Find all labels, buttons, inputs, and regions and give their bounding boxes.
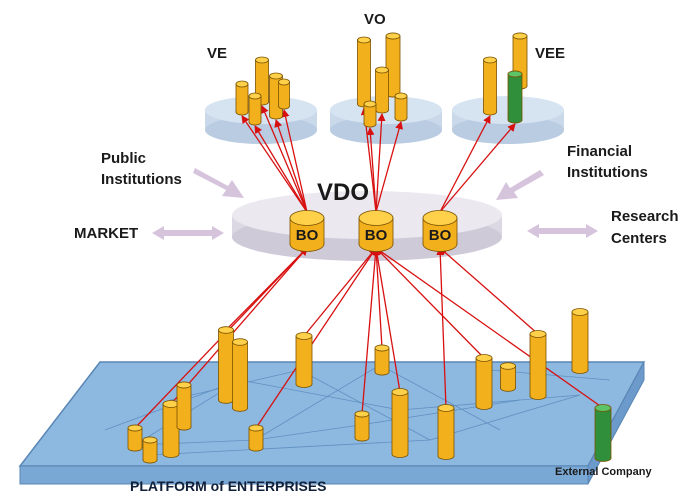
research-arrow: [527, 224, 598, 238]
enterprise-13: [475, 354, 493, 410]
financial-arrow: [496, 170, 544, 200]
research-centers-label-line2: Centers: [611, 230, 667, 247]
platform-label: PLATFORM of ENTERPRISES: [130, 478, 327, 494]
enterprise-to-bo-link-12: [375, 247, 604, 409]
enterprise-6: [232, 338, 248, 412]
ve-cylinder-4: [248, 92, 262, 126]
public-institutions-label-line2: Institutions: [101, 171, 182, 188]
bo-layer: BO BO BO: [289, 210, 458, 252]
enterprise-14: [500, 362, 516, 392]
cylinder-layer: [127, 32, 612, 464]
enterprise-10: [354, 410, 370, 442]
bo-cylinder-3: [422, 210, 458, 252]
external-company-cylinder: [594, 404, 612, 462]
enterprise-3: [162, 400, 180, 458]
bo-to-vo-link-1: [241, 115, 308, 213]
financial-institutions-label-line2: Institutions: [567, 164, 648, 181]
enterprise-to-bo-link-8: [373, 247, 401, 393]
bo-cylinder-1-label: BO: [296, 227, 319, 244]
ve-cylinder-5: [278, 78, 290, 110]
enterprise-15: [529, 330, 547, 400]
enterprise-to-bo-link-9: [436, 247, 447, 409]
vee-cylinder-1: [483, 56, 497, 116]
bo-cylinder-2: [358, 210, 394, 252]
platform-of-enterprises: [18, 361, 646, 485]
enterprise-11: [391, 388, 409, 458]
enterprise-5: [218, 326, 234, 404]
vee-cylinder-green: [507, 70, 523, 124]
enterprise-to-bo-link-7: [361, 247, 380, 415]
enterprise-1: [127, 424, 143, 452]
enterprise-to-bo-link-2: [170, 247, 308, 405]
enterprise-to-bo-link-11: [439, 247, 539, 335]
public-institutions-label-line1: Public: [101, 150, 146, 167]
enterprise-7: [248, 424, 264, 452]
link-lines: [134, 105, 604, 429]
ve-label: VE: [207, 45, 227, 62]
market-label: MARKET: [74, 225, 138, 242]
platform-top: [18, 361, 646, 467]
bo-to-vo-link-10: [439, 115, 491, 213]
vo-cylinder-1: [357, 36, 371, 108]
enterprise-16: [571, 308, 589, 374]
bo-to-vo-link-5: [281, 109, 308, 213]
financial-institutions-label-line1: Financial: [567, 143, 632, 160]
bo-to-vo-link-2: [261, 105, 308, 213]
vdo-label: VDO: [317, 179, 369, 206]
enterprise-to-bo-link-6: [372, 247, 383, 349]
enterprise-9: [374, 344, 390, 376]
enterprise-to-bo-link-3: [225, 247, 308, 331]
ve-cylinder-2: [255, 56, 269, 106]
bo-to-vo-link-4: [254, 125, 308, 213]
bo-cylinder-2-label: BO: [365, 227, 388, 244]
enterprise-to-bo-link-5: [303, 247, 377, 337]
enterprise-4: [176, 381, 192, 431]
ve-cylinder-1: [235, 80, 249, 116]
enterprise-2: [142, 436, 158, 464]
bo-cylinder-1: [289, 210, 325, 252]
bo-to-vo-link-8: [375, 121, 403, 213]
public-arrow: [193, 168, 244, 198]
vo-cylinder-4: [363, 100, 377, 128]
bo-to-vo-link-11: [439, 123, 516, 213]
bo-cylinder-3-label: BO: [429, 227, 452, 244]
vee-label: VEE: [535, 45, 565, 62]
side-arrows: [152, 168, 598, 240]
bo-to-vo-link-3: [274, 119, 308, 213]
enterprise-to-bo-link-4: [255, 247, 377, 429]
market-arrow: [152, 226, 224, 240]
vo-cylinder-3: [375, 66, 389, 114]
vo-cylinder-5: [394, 92, 408, 122]
vo-label: VO: [364, 11, 386, 28]
external-company-label: External Company: [555, 466, 652, 478]
enterprise-12: [437, 404, 455, 460]
enterprise-8: [295, 332, 313, 388]
bo-to-vo-link-6: [375, 113, 386, 213]
vo-cylinder-2: [385, 32, 401, 98]
enterprise-to-bo-link-10: [375, 247, 485, 359]
research-centers-label-line1: Research: [611, 208, 679, 225]
